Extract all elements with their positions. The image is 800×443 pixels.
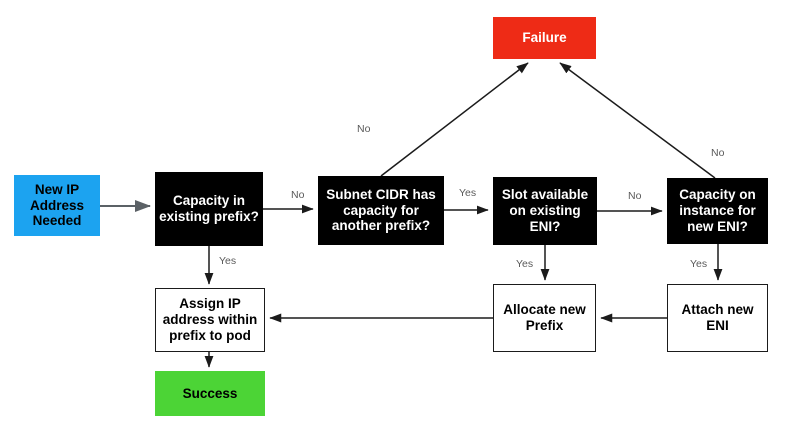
node-capacity-in-existing-prefix[interactable]: Capacity in existing prefix? (155, 172, 263, 246)
node-failure[interactable]: Failure (493, 17, 596, 59)
edge-label-instance-failure-no: No (711, 147, 725, 159)
node-new-ip-address-needed[interactable]: New IP Address Needed (14, 175, 100, 236)
node-attach-new-eni[interactable]: Attach new ENI (667, 284, 768, 352)
edge-label-capacity-assign-yes: Yes (219, 255, 237, 267)
node-subnet-cidr-has-capacity[interactable]: Subnet CIDR has capacity for another pre… (318, 176, 444, 245)
node-assign-ip-address-within-prefix-to-pod[interactable]: Assign IP address within prefix to pod (155, 288, 265, 352)
edge-label-instance-attach-yes: Yes (690, 258, 708, 270)
edge-label-slot-allocate-yes: Yes (516, 258, 534, 270)
edge-label-subnet-failure-no: No (357, 123, 371, 135)
edge-label-slot-instance-no: No (628, 190, 642, 202)
node-allocate-new-prefix[interactable]: Allocate new Prefix (493, 284, 596, 352)
node-slot-available-on-existing-eni[interactable]: Slot available on existing ENI? (493, 177, 597, 245)
edge-label-capacity-subnet-no: No (291, 189, 305, 201)
node-capacity-on-instance-for-new-eni[interactable]: Capacity on instance for new ENI? (667, 178, 768, 244)
node-success[interactable]: Success (155, 371, 265, 416)
edge-label-subnet-slot-yes: Yes (459, 187, 477, 199)
edge-instance-failure (559, 62, 716, 179)
edge-subnet-failure (380, 62, 529, 177)
